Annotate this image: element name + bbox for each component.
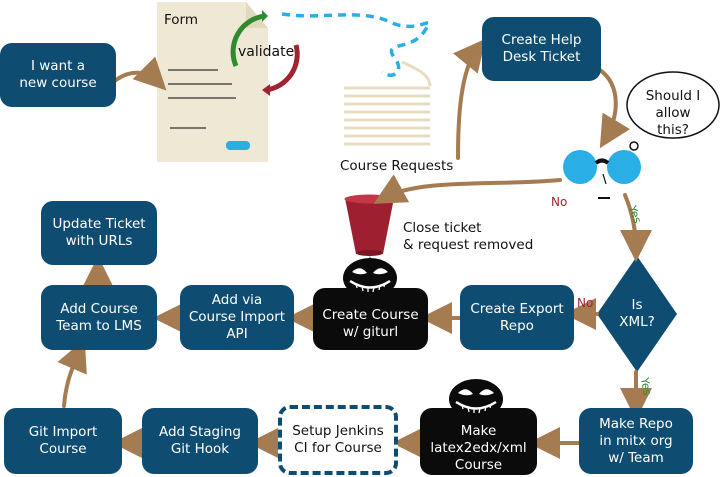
arrow-git-import-to-team: [57, 338, 87, 408]
submission-path-icon: [281, 12, 431, 77]
edge-label-no-close: No: [551, 195, 568, 209]
trash-bucket-icon: [344, 194, 395, 256]
node-want-course: I want a new course: [0, 43, 116, 107]
node-setup-jenkins: Setup Jenkins CI for Course: [278, 405, 398, 475]
arrow-reviewer-to-bucket: [373, 174, 562, 204]
skull-face-icon: [343, 258, 397, 298]
close-ticket-label: Close ticket & request removed: [403, 220, 534, 253]
speech-should-allow: Should I allow this?: [645, 88, 701, 138]
arrow-reviewer-to-xml: [619, 193, 652, 262]
node-create-course-giturl: Create Course w/ giturl: [313, 288, 428, 350]
edge-label-no-export: No: [577, 296, 594, 310]
node-add-via-import-api: Add via Course Import API: [180, 285, 294, 350]
skull-face-icon: [449, 379, 503, 419]
edge-label-yes-repo: Yes: [637, 376, 654, 397]
arrow-requests-to-helpdesk: [452, 38, 486, 160]
is-xml-diamond: [597, 256, 677, 372]
arrow-helpdesk-to-reviewer: [598, 68, 631, 149]
form-title: Form: [164, 12, 199, 28]
node-add-staging-hook: Add Staging Git Hook: [142, 408, 258, 474]
reviewer-face-icon: [563, 150, 641, 199]
validate-cycle-icon: [230, 10, 300, 96]
node-git-import-course: Git Import Course: [4, 408, 122, 474]
validate-label: validate: [238, 44, 295, 60]
node-create-export-repo: Create Export Repo: [460, 285, 574, 350]
course-requests-label: Course Requests: [340, 158, 454, 174]
node-add-course-team: Add Course Team to LMS: [41, 285, 157, 350]
is-xml-label: Is XML?: [619, 297, 655, 330]
arrow-want-to-form: [114, 56, 167, 91]
node-make-repo-mitx: Make Repo in mitx org w/ Team: [579, 408, 693, 474]
node-create-help-desk-ticket: Create Help Desk Ticket: [482, 17, 601, 81]
node-make-latex2edx: Make latex2edx/xml Course: [420, 408, 537, 475]
node-update-ticket: Update Ticket with URLs: [41, 201, 157, 265]
course-requests-stack-icon: [344, 60, 432, 146]
